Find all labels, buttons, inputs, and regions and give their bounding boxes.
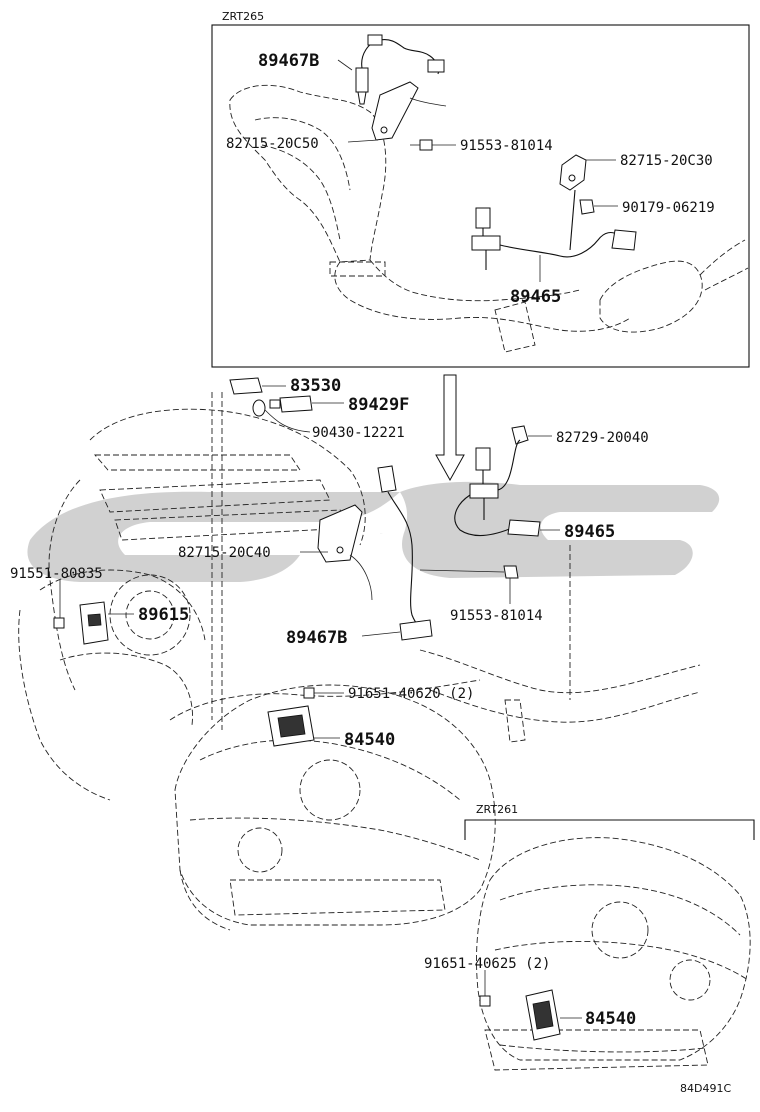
engine-assembly (18, 392, 701, 931)
label-91651-40625: 91651-40625 (2) (424, 956, 550, 972)
label-90179-06219: 90179-06219 (622, 200, 715, 216)
nut-top[interactable] (579, 199, 595, 215)
top-panel-frame (211, 24, 750, 368)
oil-pressure-switch[interactable] (229, 377, 286, 395)
label-91553-81014-mid: 91553-81014 (450, 608, 543, 624)
label-91651-40620: 91651-40620 (2) (348, 686, 474, 702)
top-panel-variant: ZRT265 (222, 10, 264, 23)
label-84540-mid: 84540 (344, 730, 395, 750)
label-84540-bottom: 84540 (585, 1009, 636, 1029)
gasket-ring[interactable] (252, 399, 311, 433)
wire-clamp-mid[interactable] (511, 425, 552, 445)
bottom-panel: ZRT261 91651-40625 (2) 84540 (424, 803, 755, 1071)
catalytic-converter (599, 260, 703, 333)
label-90430-12221: 90430-12221 (312, 425, 405, 441)
bottom-panel-bracket (464, 819, 755, 840)
label-89465-mid: 89465 (564, 522, 615, 542)
watermark-logo: GMG (27, 481, 720, 582)
bracket-upper-left[interactable] (371, 81, 447, 141)
view-arrow (435, 374, 465, 482)
neutral-start-switch-bottom[interactable] (525, 989, 582, 1041)
knock-sensor[interactable] (79, 601, 134, 645)
bracket-upper-right[interactable] (559, 154, 587, 191)
label-89429F: 89429F (348, 395, 409, 415)
label-82729-20040: 82729-20040 (556, 430, 649, 446)
bracket-mid[interactable] (300, 504, 373, 601)
label-89615: 89615 (138, 605, 189, 625)
oxygen-sensor-upstream-top[interactable] (355, 34, 445, 105)
label-89467B-mid: 89467B (286, 628, 347, 648)
bottom-panel-variant: ZRT261 (476, 803, 518, 816)
label-91553-81014-top: 91553-81014 (460, 138, 553, 154)
oxygen-sensor-downstream-mid[interactable] (454, 439, 560, 537)
label-82715-20C50: 82715-20C50 (226, 136, 319, 152)
top-panel: ZRT265 (211, 10, 750, 368)
neutral-start-switch-mid[interactable] (267, 705, 340, 747)
label-89465-top: 89465 (510, 287, 561, 307)
label-82715-20C40: 82715-20C40 (178, 545, 271, 561)
oxygen-sensor-upstream-mid[interactable] (361, 465, 433, 641)
label-91551-80835: 91551-80835 (10, 566, 103, 582)
bolt-top[interactable] (410, 139, 433, 151)
oxygen-sensor-downstream-top[interactable] (471, 189, 637, 270)
watermark-text: GMG (380, 533, 383, 535)
label-89467B-top: 89467B (258, 51, 319, 71)
diagram-id: 84D491C (680, 1082, 731, 1095)
temperature-sensor[interactable] (269, 395, 344, 413)
bolt-neutral-switch-mid[interactable] (303, 687, 344, 699)
exhaust-manifold (229, 84, 387, 263)
bolt-mid[interactable] (419, 565, 519, 604)
bolt-neutral-switch-bottom[interactable] (479, 970, 491, 1007)
label-82715-20C30: 82715-20C30 (620, 153, 713, 169)
label-83530: 83530 (290, 376, 341, 396)
bolt-knock-sensor[interactable] (53, 580, 65, 629)
